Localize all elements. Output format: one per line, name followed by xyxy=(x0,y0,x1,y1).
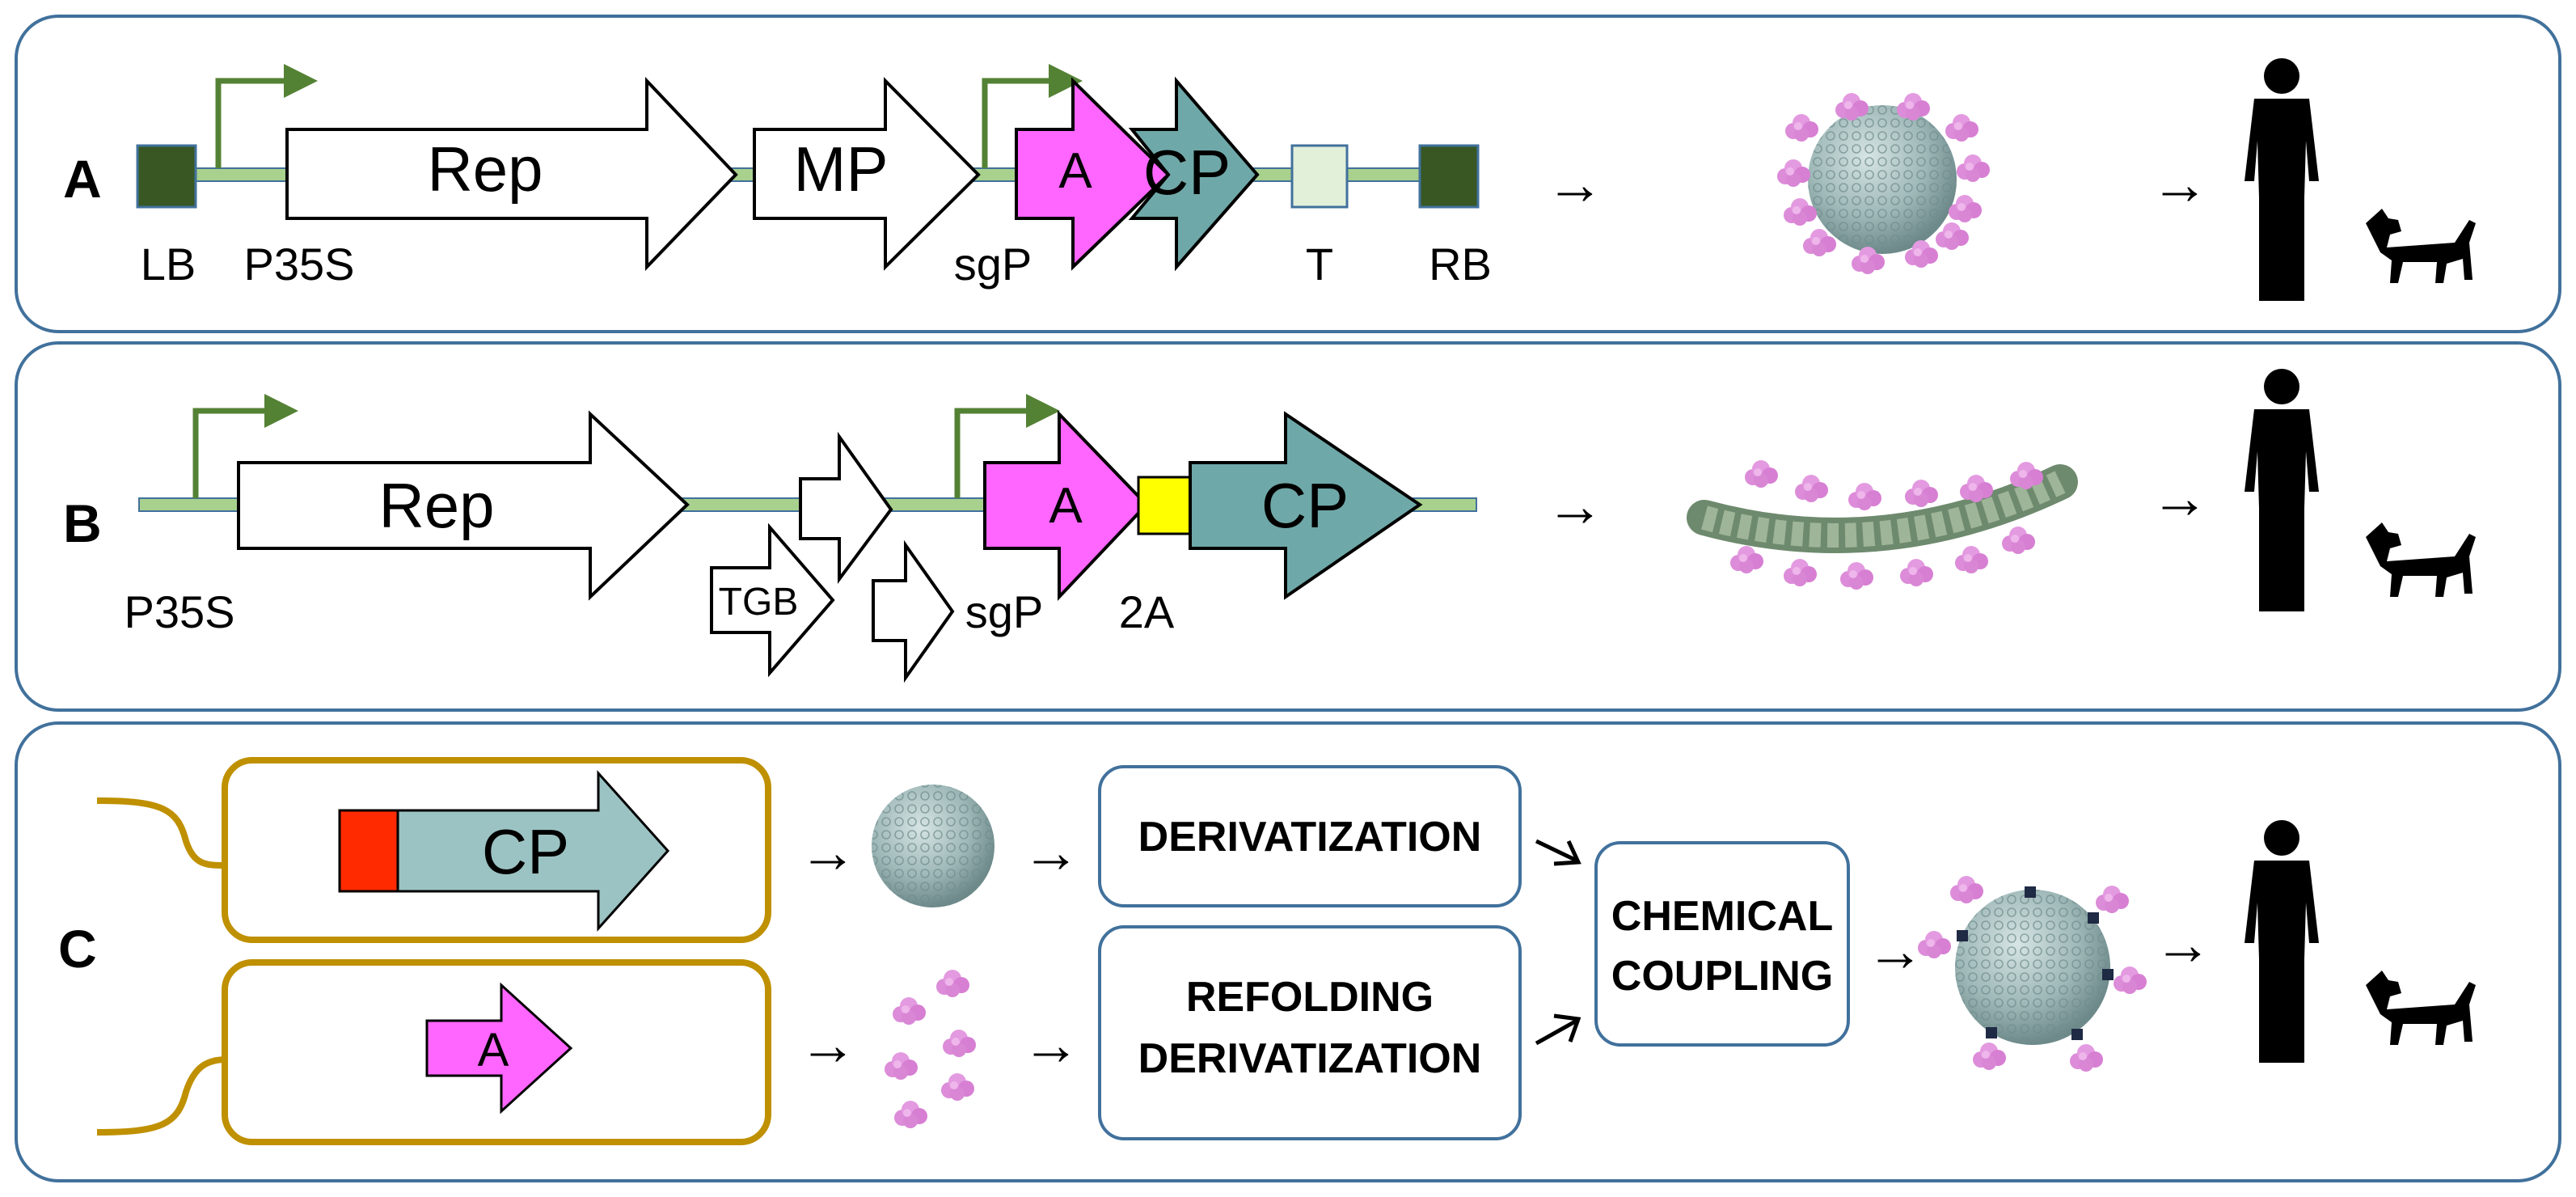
rb-label: RB xyxy=(1429,239,1492,290)
flow-arrow: → xyxy=(799,820,857,885)
derivatization-box xyxy=(1098,765,1522,907)
panel-b: B Rep A CP TGB P35S sgP 2A → → xyxy=(15,341,2561,712)
antigen-label: A xyxy=(478,1024,509,1076)
promoter-p35s-arrow xyxy=(192,394,298,498)
antigen-label: A xyxy=(1058,143,1092,199)
2a-peptide-box xyxy=(1137,476,1193,535)
terminator-box xyxy=(1290,144,1349,209)
panel-a: A Rep MP A CP LB P35S sgP T RB → → xyxy=(15,15,2561,333)
antigen-gene-arrow xyxy=(425,982,573,1115)
t-label: T xyxy=(1306,239,1333,290)
flow-arrow: → xyxy=(799,1013,857,1077)
chemical-coupling-box xyxy=(1594,841,1850,1047)
panel-b-letter: B xyxy=(63,493,102,553)
rep-label: Rep xyxy=(378,470,494,541)
tgb2-gene-arrow xyxy=(710,522,835,678)
panel-c: C CP A → → → → DERIVATIZATION REFOLDING xyxy=(15,721,2561,1182)
converging-arrow-bottom xyxy=(1535,1013,1581,1046)
flow-arrow: → xyxy=(2154,912,2212,977)
cp-gene-arrow xyxy=(1189,411,1423,600)
tgb1-gene-arrow xyxy=(799,431,893,585)
converging-arrow-top xyxy=(1535,839,1581,866)
chemical-label: CHEMICAL xyxy=(1611,893,1833,940)
p35s-label: P35S xyxy=(244,239,355,290)
antigen-label: A xyxy=(1049,478,1083,534)
icosahedral-particle-icon xyxy=(872,785,995,907)
bottom-vector-tail xyxy=(96,1056,227,1136)
panel-a-letter: A xyxy=(63,149,102,209)
mp-gene-arrow xyxy=(753,77,981,271)
2a-label: 2A xyxy=(1119,586,1175,637)
lb-label: LB xyxy=(141,239,196,290)
panel-c-letter: C xyxy=(58,919,97,979)
promoter-sgp-arrow xyxy=(982,64,1083,168)
p35s-label: P35S xyxy=(125,586,235,637)
flow-arrow: → xyxy=(1866,919,1924,983)
sgp-label: sgP xyxy=(954,239,1033,290)
top-vector-tail xyxy=(96,797,227,869)
cp-label: CP xyxy=(1143,137,1231,208)
promoter-sgp-arrow xyxy=(954,394,1060,498)
cp-label: CP xyxy=(1261,470,1349,541)
antigen-gene-arrow xyxy=(983,410,1149,602)
right-border-box xyxy=(1418,144,1480,209)
rep-gene-arrow xyxy=(285,76,738,271)
flow-arrow: → xyxy=(1022,1013,1080,1077)
sgp-label: sgP xyxy=(965,586,1044,637)
derivatization-label: DERIVATIZATION xyxy=(1138,814,1482,861)
coupling-label: COUPLING xyxy=(1611,953,1833,1000)
derivatization-label: DERIVATIZATION xyxy=(1138,1035,1482,1082)
tgb-label: TGB xyxy=(719,581,799,624)
flow-arrow: → xyxy=(2151,466,2209,531)
cp-label: CP xyxy=(482,816,569,887)
left-border-box xyxy=(136,144,197,209)
flow-arrow: → xyxy=(2151,152,2209,217)
promoter-p35s-arrow xyxy=(215,64,318,168)
mp-label: MP xyxy=(794,133,889,205)
conjugated-vlp-icon xyxy=(1918,876,2147,1072)
filamentous-vlp-icon xyxy=(1687,460,2078,590)
rep-gene-arrow xyxy=(237,410,690,601)
refolding-label: REFOLDING xyxy=(1186,974,1434,1021)
antigen-gene-arrow xyxy=(1015,77,1171,271)
flow-arrow: → xyxy=(1022,820,1080,885)
red-tag-box xyxy=(338,809,401,893)
tgb3-gene-arrow xyxy=(872,539,955,683)
rep-label: Rep xyxy=(427,133,543,205)
cp-gene-arrow xyxy=(396,770,670,932)
flow-arrow: → xyxy=(1546,474,1604,539)
refolding-derivatization-box xyxy=(1098,925,1522,1140)
cp-gene-arrow xyxy=(1128,76,1260,272)
flow-arrow: → xyxy=(1546,152,1604,217)
icosahedral-vlp-icon xyxy=(1777,93,1990,274)
